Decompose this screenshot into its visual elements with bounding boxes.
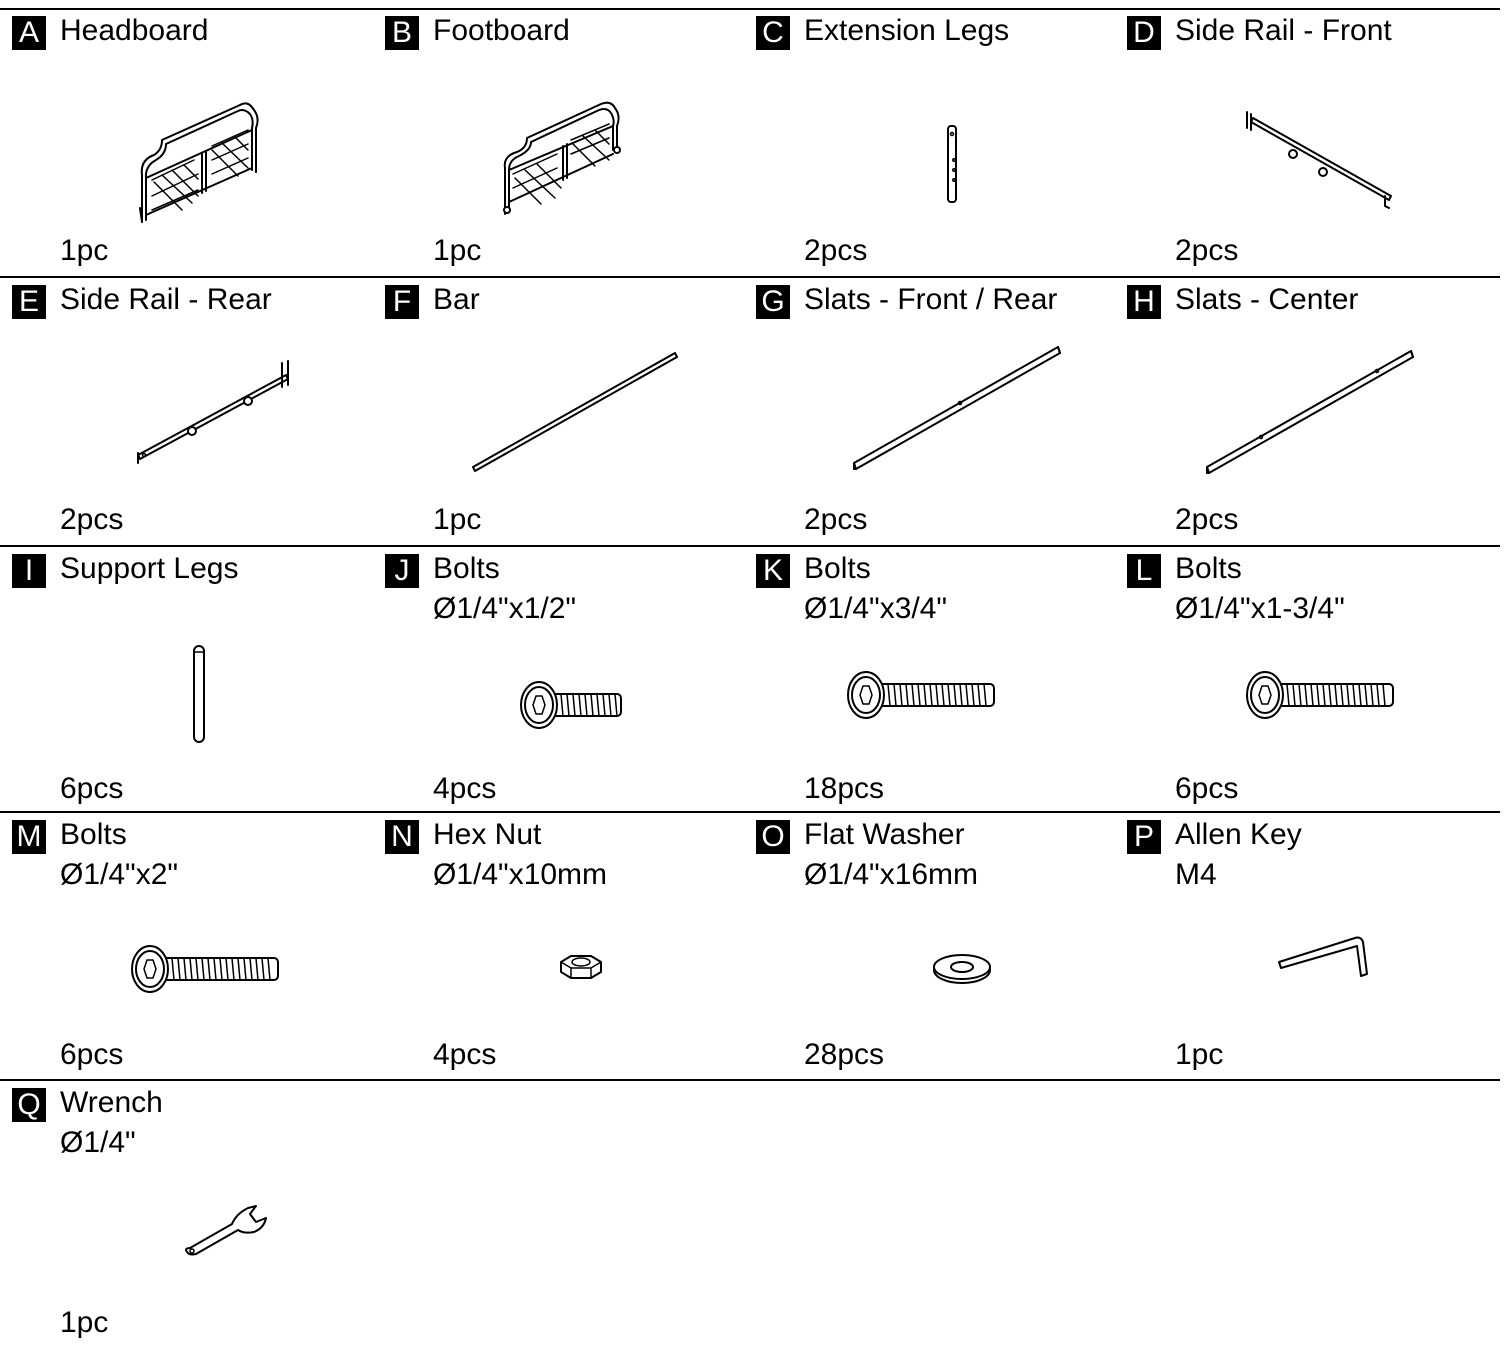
part-quantity: 1pc xyxy=(433,503,482,536)
part-quantity: 28pcs xyxy=(804,1038,885,1071)
part-letter: F xyxy=(385,285,419,319)
bolt-longest-icon xyxy=(131,945,279,993)
side-rail-front-icon xyxy=(1246,111,1392,209)
part-name: Bolts xyxy=(60,818,127,851)
part-quantity: 2pcs xyxy=(804,234,868,267)
part-letter: C xyxy=(756,16,790,50)
bar-icon xyxy=(472,352,678,472)
part-name: Headboard xyxy=(60,14,209,47)
part-name: Side Rail - Front xyxy=(1175,14,1392,47)
part-cell-e: E Side Rail - Rear 2pcs xyxy=(12,279,384,548)
part-name: Allen Key xyxy=(1175,818,1302,851)
part-name: Support Legs xyxy=(60,552,239,585)
part-quantity: 1pc xyxy=(60,234,109,267)
part-cell-q: Q Wrench Ø1/4" 1pc xyxy=(12,1082,384,1351)
extension-leg-icon xyxy=(947,125,957,203)
bolt-long-icon xyxy=(1246,671,1394,719)
slat-front-rear-icon xyxy=(853,346,1061,470)
part-cell-b: B Footboard 1pc xyxy=(385,10,757,279)
part-letter: K xyxy=(756,554,790,588)
part-quantity: 6pcs xyxy=(1175,772,1239,805)
part-letter: O xyxy=(756,820,790,854)
part-quantity: 1pc xyxy=(1175,1038,1224,1071)
wrench-icon xyxy=(185,1205,267,1256)
row-divider xyxy=(0,8,1500,10)
part-letter: B xyxy=(385,16,419,50)
part-spec: Ø1/4"x1-3/4" xyxy=(1175,592,1345,625)
part-letter: M xyxy=(12,820,46,854)
part-cell-p: P Allen Key M4 1pc xyxy=(1127,814,1499,1083)
part-spec: Ø1/4"x16mm xyxy=(804,858,979,891)
footboard-icon xyxy=(503,101,621,215)
part-name: Flat Washer xyxy=(804,818,965,851)
part-cell-j: J Bolts Ø1/4"x1/2" 4pcs xyxy=(385,548,757,817)
part-cell-h: H Slats - Center 2pcs xyxy=(1127,279,1499,548)
slat-center-icon xyxy=(1206,350,1414,474)
part-letter: E xyxy=(12,285,46,319)
headboard-icon xyxy=(139,102,259,223)
part-quantity: 6pcs xyxy=(60,772,124,805)
part-spec: Ø1/4" xyxy=(60,1126,136,1159)
row-divider xyxy=(0,811,1500,813)
hex-nut-icon xyxy=(560,955,602,979)
part-name: Side Rail - Rear xyxy=(60,283,272,316)
part-name: Bar xyxy=(433,283,480,316)
part-letter: L xyxy=(1127,554,1161,588)
part-cell-k: K Bolts Ø1/4"x3/4" 18pcs xyxy=(756,548,1128,817)
part-spec: Ø1/4"x2" xyxy=(60,858,179,891)
part-cell-i: I Support Legs 6pcs xyxy=(12,548,384,817)
part-letter: N xyxy=(385,820,419,854)
part-name: Extension Legs xyxy=(804,14,1010,47)
part-cell-o: O Flat Washer Ø1/4"x16mm 28pcs xyxy=(756,814,1128,1083)
part-name: Bolts xyxy=(804,552,871,585)
row-divider xyxy=(0,276,1500,278)
part-name: Bolts xyxy=(433,552,500,585)
part-letter: J xyxy=(385,554,419,588)
part-letter: Q xyxy=(12,1088,46,1122)
part-quantity: 2pcs xyxy=(804,503,868,536)
part-spec: Ø1/4"x3/4" xyxy=(804,592,948,625)
part-cell-a: A Headboard 1pc xyxy=(12,10,384,279)
part-name: Wrench xyxy=(60,1086,163,1119)
part-name: Slats - Center xyxy=(1175,283,1359,316)
flat-washer-icon xyxy=(933,954,991,984)
part-letter: D xyxy=(1127,16,1161,50)
part-letter: A xyxy=(12,16,46,50)
part-spec: Ø1/4"x10mm xyxy=(433,858,608,891)
part-cell-f: F Bar 1pc xyxy=(385,279,757,548)
part-cell-l: L Bolts Ø1/4"x1-3/4" 6pcs xyxy=(1127,548,1499,817)
part-spec: Ø1/4"x1/2" xyxy=(433,592,577,625)
part-name: Slats - Front / Rear xyxy=(804,283,1058,316)
allen-key-icon xyxy=(1278,936,1368,977)
part-spec: M4 xyxy=(1175,858,1217,891)
part-quantity: 18pcs xyxy=(804,772,885,805)
part-cell-n: N Hex Nut Ø1/4"x10mm 4pcs xyxy=(385,814,757,1083)
part-name: Hex Nut xyxy=(433,818,542,851)
part-name: Footboard xyxy=(433,14,570,47)
row-divider xyxy=(0,545,1500,547)
part-letter: G xyxy=(756,285,790,319)
part-cell-m: M Bolts Ø1/4"x2" 6pcs xyxy=(12,814,384,1083)
part-quantity: 4pcs xyxy=(433,1038,497,1071)
part-letter: I xyxy=(12,554,46,588)
row-divider xyxy=(0,1079,1500,1081)
part-quantity: 6pcs xyxy=(60,1038,124,1071)
part-quantity: 2pcs xyxy=(1175,503,1239,536)
part-quantity: 2pcs xyxy=(60,503,124,536)
bolt-medium-icon xyxy=(847,671,995,719)
part-name: Bolts xyxy=(1175,552,1242,585)
support-leg-icon xyxy=(193,645,205,743)
part-letter: H xyxy=(1127,285,1161,319)
part-cell-d: D Side Rail - Front 2pcs xyxy=(1127,10,1499,279)
part-quantity: 4pcs xyxy=(433,772,497,805)
part-quantity: 2pcs xyxy=(1175,234,1239,267)
part-quantity: 1pc xyxy=(60,1306,109,1339)
part-quantity: 1pc xyxy=(433,234,482,267)
part-cell-g: G Slats - Front / Rear 2pcs xyxy=(756,279,1128,548)
bolt-short-icon xyxy=(520,681,622,729)
part-cell-c: C Extension Legs 2pcs xyxy=(756,10,1128,279)
side-rail-rear-icon xyxy=(137,360,289,464)
part-letter: P xyxy=(1127,820,1161,854)
